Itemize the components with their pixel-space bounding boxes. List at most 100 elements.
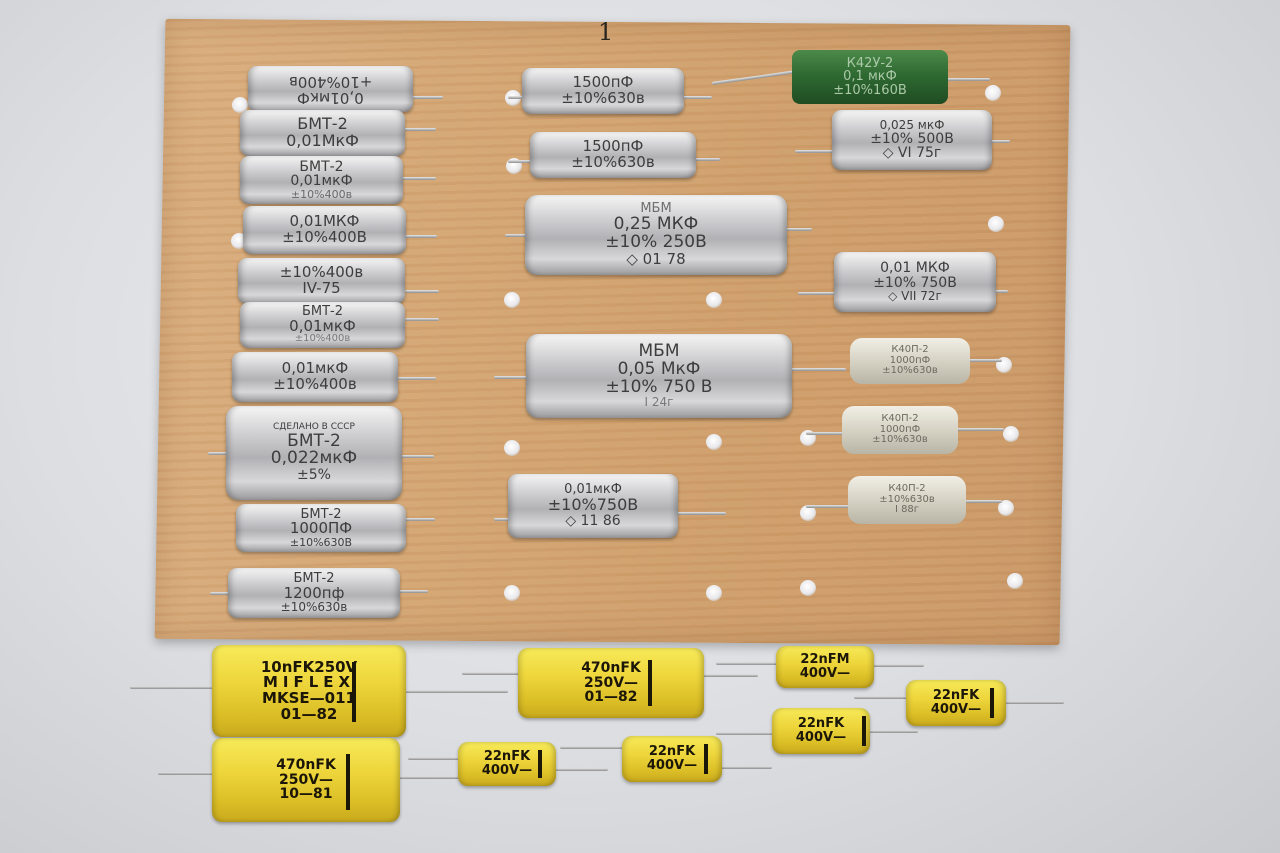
capacitor-label: ±10%160В: [833, 82, 907, 98]
capacitor-y5: 22nFK 400V—: [906, 680, 1006, 726]
capacitor-c15: 0,01мкФ ±10%750В ◇ 11 86: [508, 474, 678, 538]
capacitor-label: +10%400в: [288, 73, 373, 91]
capacitor-lead: [404, 690, 508, 693]
capacitor-c21: К40П-2 ±10%630в I 88г: [848, 476, 966, 524]
capacitor-label: 01—82: [280, 704, 338, 723]
capacitor-lead: [798, 292, 838, 295]
capacitor-y8: 22nFK 400V—: [622, 736, 722, 782]
polarity-bar: [862, 716, 866, 746]
board-hole: [800, 580, 816, 596]
capacitor-lead: [398, 590, 428, 593]
capacitor-label: БМТ-2: [297, 114, 348, 134]
capacitor-label: 0,01мкФ: [564, 482, 622, 498]
capacitor-label: ◇ 01 78: [626, 249, 686, 268]
capacitor-lead: [408, 757, 462, 760]
board-hole: [504, 292, 520, 308]
capacitor-lead: [988, 140, 1010, 143]
capacitor-lead: [403, 235, 437, 238]
capacitor-lead: [702, 674, 758, 677]
capacitor-y7: 22nFK 400V—: [458, 742, 556, 786]
capacitor-label: ±10% 750В: [873, 274, 957, 291]
capacitor-label: К40П-2: [881, 413, 919, 425]
board-hole: [1003, 426, 1019, 442]
capacitor-label: 0,05 МкФ: [617, 358, 701, 379]
board-hole: [706, 434, 722, 450]
capacitor-lead: [208, 452, 232, 455]
capacitor-lead: [795, 150, 835, 153]
capacitor-label: БМТ-2: [299, 158, 344, 175]
capacitor-lead: [398, 377, 436, 380]
capacitor-c18: 0,01 МКФ ±10% 750В ◇ VII 72г: [834, 252, 996, 312]
capacitor-lead: [956, 428, 1004, 431]
capacitor-lead: [210, 592, 230, 595]
capacitor-label: 470nFK: [581, 659, 641, 676]
capacitor-label: 400V—: [481, 763, 533, 778]
capacitor-y4: 22nFM 400V—: [776, 646, 874, 688]
capacitor-label: ±10%630в: [882, 365, 938, 377]
polarity-bar: [538, 750, 542, 778]
capacitor-c13: МБМ 0,25 МКФ ±10% 250В ◇ 01 78: [525, 195, 787, 275]
capacitor-lead: [398, 776, 460, 779]
capacitor-lead: [694, 158, 720, 161]
capacitor-label: I 24г: [644, 395, 674, 410]
capacitor-lead: [854, 696, 910, 699]
capacitor-c17: 0,025 мкФ ±10% 500В ◇ VI 75г: [832, 110, 992, 170]
capacitor-label: БМТ-2: [293, 571, 335, 586]
capacitor-lead: [676, 512, 726, 515]
capacitor-label: 250V—: [278, 771, 334, 788]
capacitor-label: 400V—: [795, 730, 847, 745]
polarity-bar: [648, 660, 652, 706]
board-hole: [1007, 573, 1023, 589]
board-hole: [504, 440, 520, 456]
capacitor-label: 22nFK: [648, 744, 696, 760]
capacitor-lead: [508, 96, 524, 99]
capacitor-c19: К40П-2 1000пФ ±10%630в: [850, 338, 970, 384]
capacitor-lead: [968, 359, 1002, 362]
capacitor-lead: [944, 78, 990, 81]
capacitor-label: 400V—: [930, 702, 982, 717]
capacitor-label: ◇ VI 75г: [882, 145, 942, 162]
capacitor-lead: [508, 160, 532, 163]
capacitor-c11: 1500пФ ±10%630в: [522, 68, 684, 114]
polarity-bar: [346, 754, 350, 810]
board-hole: [706, 585, 722, 601]
capacitor-lead: [806, 505, 852, 508]
capacitor-lead: [405, 518, 435, 521]
capacitor-lead: [405, 96, 443, 99]
capacitor-label: 22nFK: [797, 716, 845, 732]
capacitor-label: 0,1 мкФ: [843, 69, 897, 85]
capacitor-label: 0,01мкФ: [281, 359, 349, 378]
capacitor-label: 0,022мкФ: [270, 448, 358, 469]
capacitor-lead: [398, 455, 434, 458]
capacitor-label: МБМ: [638, 340, 680, 361]
capacitor-lead: [786, 228, 812, 231]
capacitor-lead: [130, 686, 216, 689]
capacitor-lead: [806, 432, 848, 435]
capacitor-lead: [560, 746, 626, 749]
polarity-bar: [704, 744, 708, 774]
board-hole: [706, 292, 722, 308]
capacitor-label: БМТ-2: [300, 506, 342, 522]
capacitor-label: MIFLEX: [262, 673, 356, 692]
capacitor-label: 0,25 МКФ: [613, 214, 699, 235]
capacitor-y2: 470nFK 250V— 01—82: [518, 648, 704, 718]
capacitor-lead: [682, 96, 712, 99]
board-hole: [800, 505, 816, 521]
capacitor-label: 0,01МКФ: [289, 212, 360, 231]
capacitor-label: ±10%400в: [273, 375, 357, 393]
capacitor-label: ±10% 750 В: [605, 376, 713, 397]
capacitor-c1: +10%400в 0,01мкФ: [248, 66, 413, 112]
capacitor-label: ±10%630в: [561, 89, 645, 107]
capacitor-label: ◇ VII 72г: [888, 289, 942, 304]
capacitor-c10: БМТ-2 1200пф ±10%630в: [228, 568, 400, 618]
capacitor-lead: [1004, 701, 1064, 704]
capacitor-label: 0,01мкФ: [297, 88, 364, 107]
capacitor-lead: [462, 672, 522, 675]
capacitor-label: ±10%630в: [872, 434, 928, 446]
capacitor-y3: 470nFK 250V— 10—81: [212, 738, 400, 822]
capacitor-label: 10—81: [279, 786, 333, 803]
capacitor-label: 1200пф: [283, 583, 345, 602]
capacitor-y1: 10nFK250V MIFLEX MKSE—011 01—82: [212, 645, 406, 737]
capacitor-label: IV-75: [302, 279, 341, 297]
capacitor-label: ±10% 250В: [605, 231, 707, 252]
